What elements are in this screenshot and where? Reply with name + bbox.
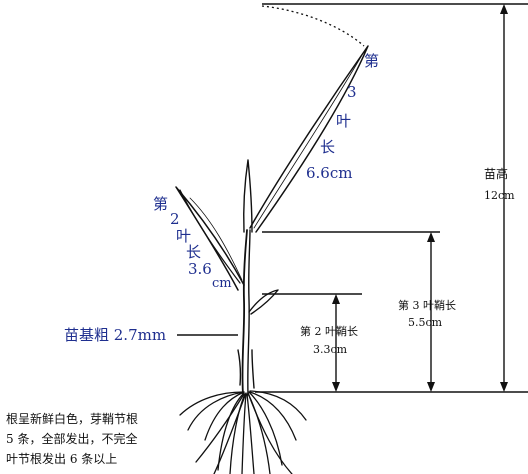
leaf2-label: 第 2 叶 长 3.6 cm [153, 195, 232, 291]
roots-line-3: 叶节根发出 6 条以上 [6, 451, 117, 466]
leaf3-char-di: 第 [364, 52, 379, 70]
sheath2-label: 第 2 叶鞘长 3.3cm [300, 324, 358, 356]
seedling-height-label: 苗高 12cm [484, 166, 515, 202]
sheath2-value: 3.3cm [313, 343, 348, 356]
leaf2-char-ye: 叶 [176, 227, 191, 245]
seedling-height-value: 12cm [484, 189, 515, 202]
base-thickness-label: 苗基粗 2.7mm [64, 326, 166, 344]
sheath2-title: 第 2 叶鞘长 [300, 324, 358, 338]
leaf2-length-unit: cm [212, 276, 232, 291]
root-system [179, 390, 307, 474]
leaf3-char-chang: 长 [320, 138, 335, 156]
seedling-height-title: 苗高 [484, 166, 508, 181]
leaf2-char-chang: 长 [186, 243, 201, 261]
leaf3-dotted-curve [261, 5, 365, 47]
sheath3-label: 第 3 叶鞘长 5.5cm [398, 298, 456, 329]
roots-description: 根呈新鲜白色，芽鞘节根 5 条，全部发出，不完全 叶节根发出 6 条以上 [6, 411, 138, 466]
leaf2-char-di: 第 [153, 195, 168, 213]
plant-drawing [175, 5, 369, 474]
sheath3-title: 第 3 叶鞘长 [398, 298, 456, 312]
leaf2-char-num: 2 [170, 210, 180, 228]
roots-line-1: 根呈新鲜白色，芽鞘节根 [6, 411, 138, 426]
sheath3-value: 5.5cm [408, 316, 443, 329]
leaf3-char-ye: 叶 [336, 112, 351, 130]
leaf3-label: 第 3 叶 长 6.6cm [306, 52, 379, 182]
dimension-lines [177, 3, 528, 393]
leaf3-char-num: 3 [347, 83, 357, 101]
leaf3-length: 6.6cm [306, 164, 352, 182]
roots-line-2: 5 条，全部发出，不完全 [6, 431, 137, 446]
leaf2-length-value: 3.6 [188, 260, 212, 278]
